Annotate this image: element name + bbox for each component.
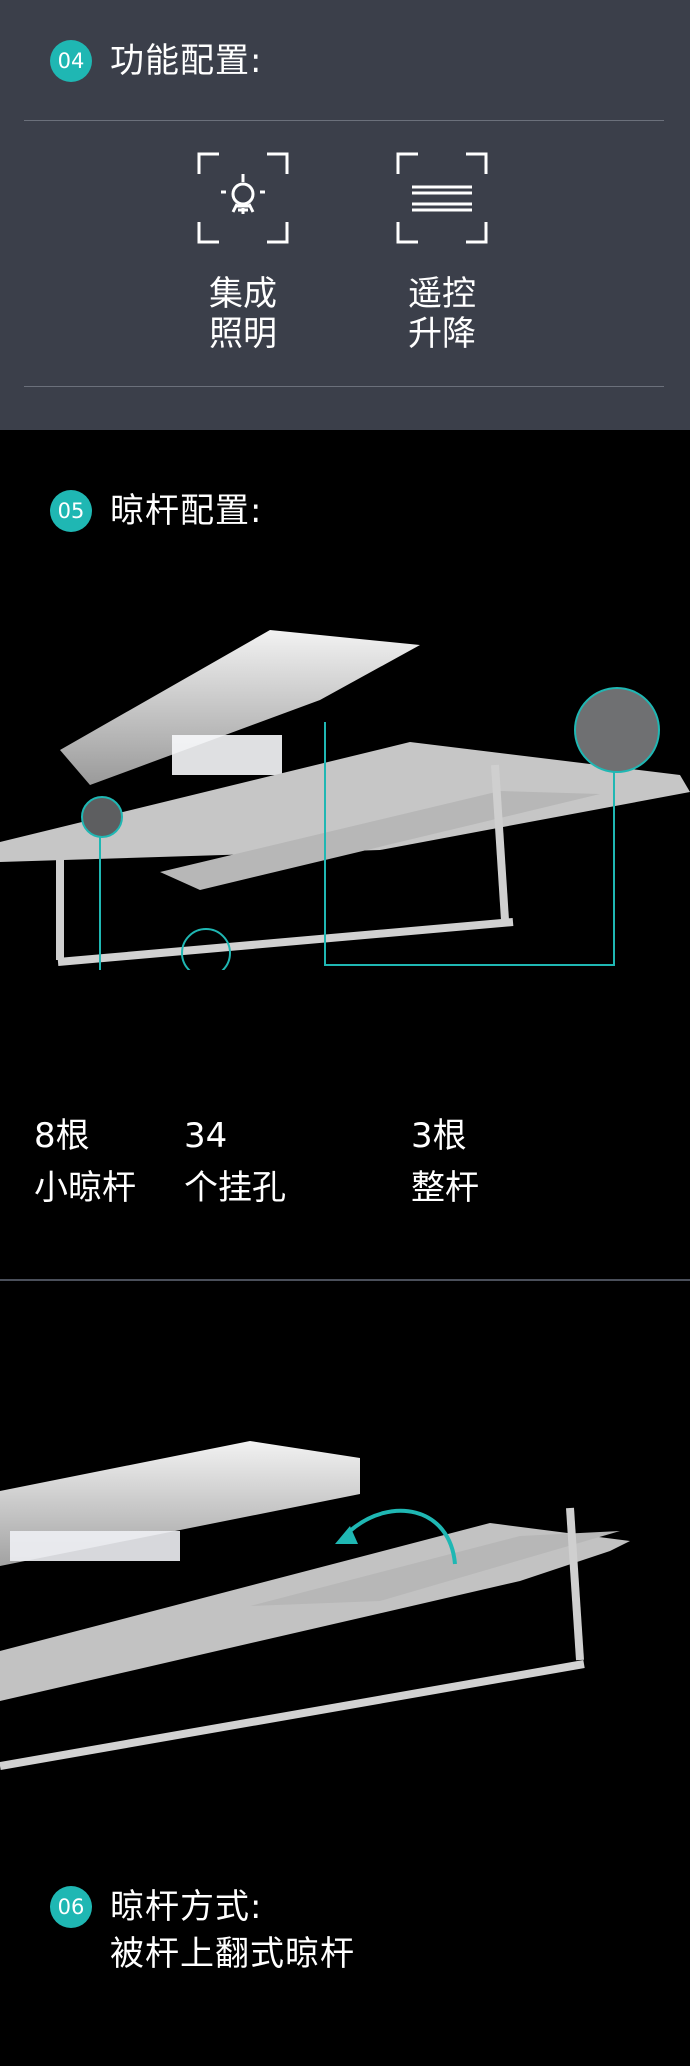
- feature-config-title: 功能配置:: [110, 41, 263, 81]
- drying-rack-illustration: [0, 630, 690, 970]
- rod-method-title: 晾杆方式:: [110, 1887, 263, 1927]
- divider-top: [24, 120, 664, 121]
- section-badge-06: 06: [50, 1886, 92, 1928]
- light-bulb-icon: [193, 148, 293, 248]
- flip-up-rod-illustration: [0, 1441, 630, 1770]
- spec-full-rods: 3根 整杆: [411, 1116, 479, 1208]
- section-badge-04: 04: [50, 40, 92, 82]
- feature-label-lighting: 集成 照明: [209, 274, 277, 354]
- lift-rack-icon: [392, 148, 492, 248]
- section-badge-05: 05: [50, 490, 92, 532]
- rod-method-section: 06 晾杆方式: 被杆上翻式晾杆: [0, 1281, 690, 2066]
- feature-integrated-lighting: 集成 照明: [163, 148, 323, 354]
- feature-config-section: 04 功能配置: 集成 照明 遥控 升降: [0, 0, 690, 430]
- rod-method-subtitle: 被杆上翻式晾杆: [110, 1934, 355, 1974]
- feature-remote-lift: 遥控 升降: [362, 148, 522, 354]
- spec-small-rods: 8根 小晾杆: [34, 1116, 136, 1208]
- divider-bottom: [24, 386, 664, 387]
- section-divider: [0, 1279, 690, 1281]
- feature-label-lift: 遥控 升降: [408, 274, 476, 354]
- rack-config-section: 05 晾杆配置: 8根 小晾杆 34 个挂孔 3根 整杆: [0, 430, 690, 1280]
- rack-config-title: 晾杆配置:: [110, 491, 263, 531]
- spec-hanging-holes: 34 个挂孔: [184, 1116, 286, 1208]
